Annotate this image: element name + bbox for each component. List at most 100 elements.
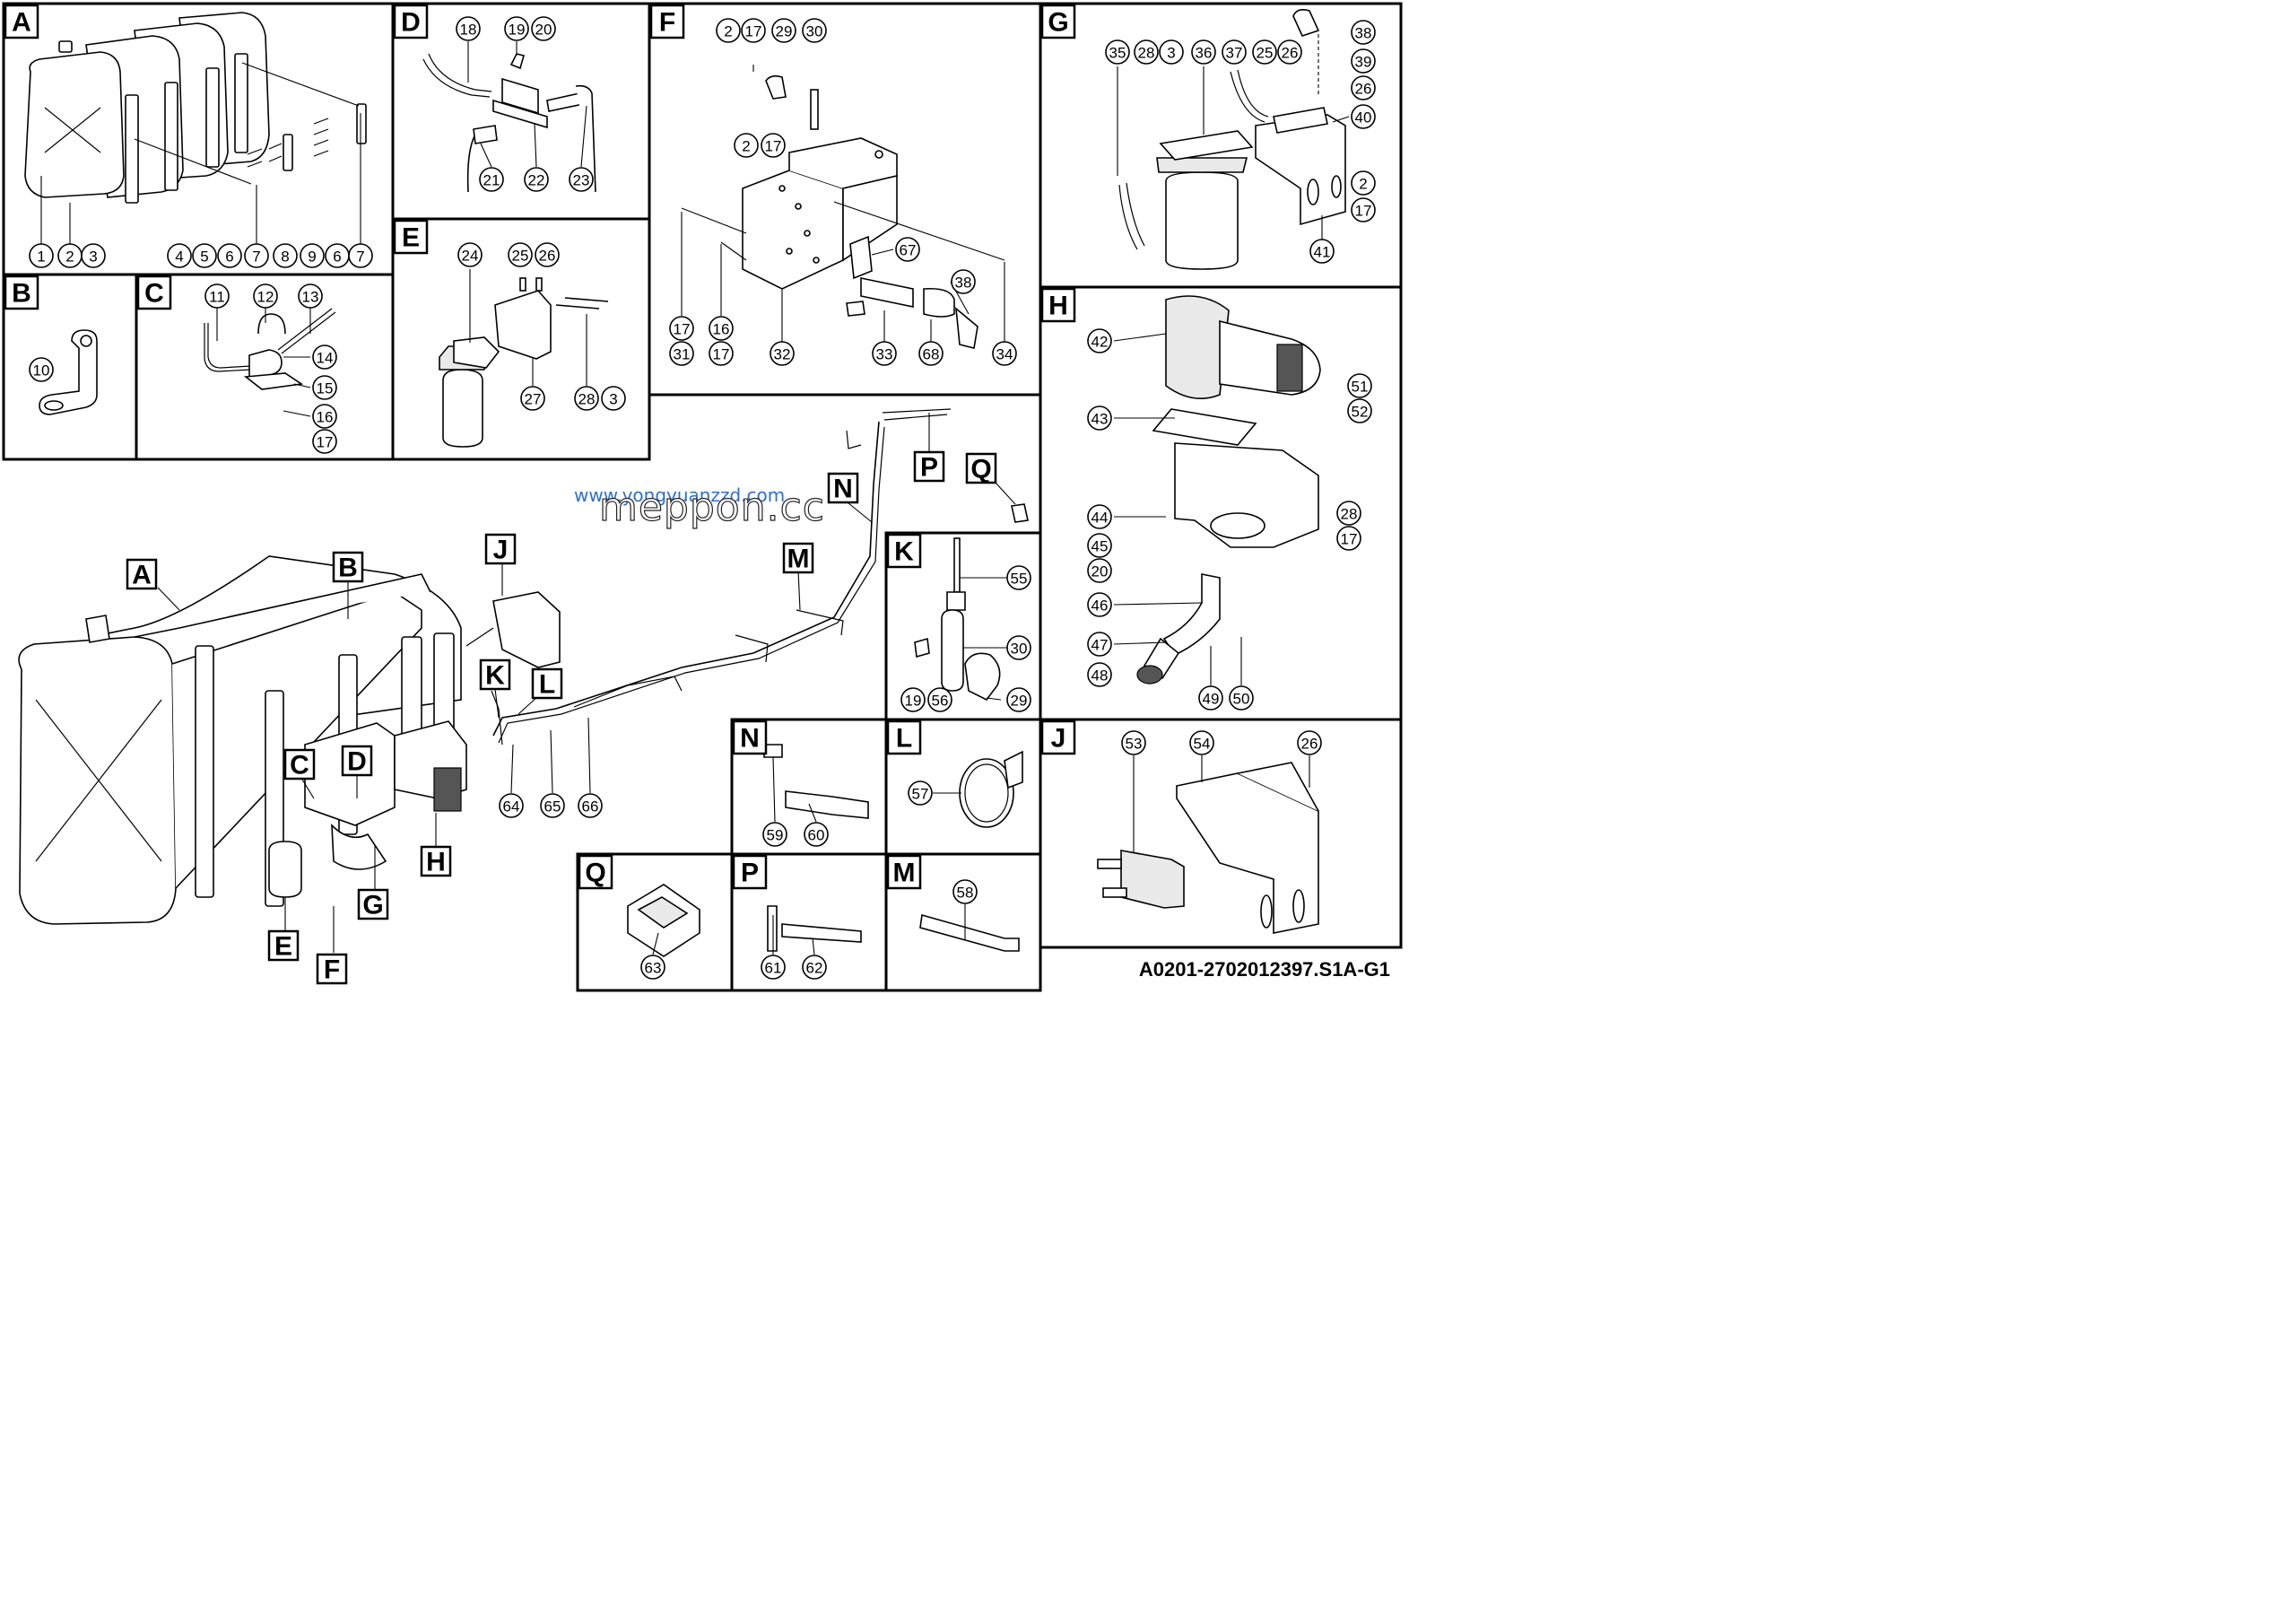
callout-h-51-10: 51 [1347,373,1372,398]
callout-a-6-9: 6 [325,243,350,268]
callout-g-35-0: 35 [1105,39,1130,65]
panel-g-filter-bracket [1118,9,1346,270]
callout-h-44-2-text: 44 [1091,510,1109,527]
callout-k-55-0-text: 55 [1011,571,1028,588]
callout-d-18-0-text: 18 [460,22,477,39]
panel-tag-a-label: A [12,8,31,38]
callout-g-38-7-text: 38 [1355,25,1372,42]
callout-g-28-1: 28 [1134,39,1159,65]
callout-g-40-10-text: 40 [1355,109,1372,126]
callout-e-28-4: 28 [574,386,599,411]
callout-j-26-2: 26 [1297,730,1322,755]
callout-d-22-4-text: 22 [528,172,545,189]
callout-c-17-6: 17 [312,429,337,454]
overview-tag-l-label: L [539,670,555,700]
callout-h-48-7: 48 [1087,662,1112,687]
callout-c-12-1-text: 12 [257,289,274,306]
callout-a-6-9-text: 6 [333,249,341,266]
callout-f-30-3: 30 [802,18,827,43]
overview-tag-k: K [479,658,511,691]
callout-h-43-1: 43 [1087,406,1112,431]
callout-f-2-0: 2 [716,18,741,43]
callout-a-5-4-text: 5 [200,249,208,266]
callout-h-46-5-text: 46 [1091,597,1109,615]
overview-tag-f-label: F [324,955,340,985]
callout-c-11-0-text: 11 [209,289,225,306]
callout-overview-66-text: 66 [582,798,599,815]
callout-f-17-5-text: 17 [765,138,782,155]
callout-h-48-7-text: 48 [1091,667,1109,685]
callout-a-7-10: 7 [348,243,373,268]
callout-g-26-6: 26 [1277,39,1302,65]
callout-b-10-0: 10 [29,357,54,382]
callout-k-55-0: 55 [1006,565,1031,590]
callout-f-31-7: 31 [669,341,694,366]
callout-k-19-2: 19 [900,687,926,712]
callout-l-57-0-text: 57 [912,786,929,803]
panel-d-fuel-connector [422,53,596,193]
callout-p-61-0: 61 [761,955,786,980]
panel-tag-l: L [886,719,922,755]
callout-g-41-13: 41 [1309,239,1335,264]
callout-a-2-1: 2 [57,243,83,268]
callout-g-26-6-text: 26 [1282,45,1299,62]
document-id: A0201-2702012397.S1A-G1 [1138,958,1390,981]
overview-tag-q: Q [965,452,997,484]
callout-f-33-11: 33 [872,341,897,366]
callout-g-41-13-text: 41 [1314,244,1331,261]
callout-a-3-2: 3 [81,243,106,268]
callout-f-33-11-text: 33 [876,346,893,363]
overview-tag-p: P [913,450,945,483]
callout-g-37-4-text: 37 [1226,45,1243,62]
panel-tag-h: H [1040,287,1076,323]
overview-tag-d: D [341,745,373,777]
callout-h-42-0-text: 42 [1091,334,1109,351]
callout-e-24-0-text: 24 [462,248,479,265]
panel-tag-d-label: D [401,8,421,38]
panel-tag-l-label: L [896,724,912,754]
callout-h-17-13-text: 17 [1341,531,1358,548]
callout-f-17-1-text: 17 [745,23,762,40]
callout-g-3-2-text: 3 [1167,45,1175,62]
panel-n-clip [763,744,869,819]
callout-m-58-0: 58 [952,879,978,904]
panel-tag-d: D [393,4,429,39]
callout-overview-65: 65 [540,793,565,818]
panel-tag-c: C [136,275,172,310]
callout-d-21-3-text: 21 [483,172,500,189]
callout-f-17-5: 17 [761,133,786,158]
panel-tag-k: K [886,533,922,569]
overview-tag-a: A [126,558,158,590]
panel-tag-e: E [393,219,429,255]
callout-h-17-13: 17 [1336,526,1361,551]
overview-tag-j-label: J [493,536,509,565]
callout-f-32-10: 32 [770,341,795,366]
callout-a-1-0-text: 1 [37,249,45,266]
callout-k-29-4: 29 [1006,687,1031,712]
callout-q-63-0-text: 63 [645,960,662,977]
panel-b-bracket [39,329,98,415]
callout-a-8-7: 8 [273,243,298,268]
callout-a-1-0: 1 [29,243,54,268]
callout-k-29-4-text: 29 [1011,693,1028,710]
overview-tag-a-label: A [132,561,152,590]
callout-e-27-3-text: 27 [525,391,542,408]
callout-g-25-5: 25 [1252,39,1277,65]
callout-n-60-1: 60 [804,822,829,847]
callout-l-57-0: 57 [908,780,933,806]
panel-f-bracket-pump [681,65,1005,349]
callout-overview-66: 66 [578,793,603,818]
callout-h-28-12-text: 28 [1341,506,1358,523]
exploded-parts-diagram: .frame { fill:none; stroke:#000; stroke-… [2,2,1403,992]
callout-f-38-15: 38 [951,269,976,294]
panel-tag-p-label: P [741,859,759,888]
callout-j-53-0: 53 [1121,730,1146,755]
callout-g-35-0-text: 35 [1109,45,1126,62]
overview-tag-m-label: M [787,545,810,574]
callout-g-36-3: 36 [1191,39,1216,65]
callout-p-62-1: 62 [802,955,827,980]
callout-h-28-12: 28 [1336,501,1361,526]
callout-e-26-2-text: 26 [539,248,556,265]
overview-tag-c-label: C [290,751,309,780]
callout-g-38-7: 38 [1351,20,1376,45]
